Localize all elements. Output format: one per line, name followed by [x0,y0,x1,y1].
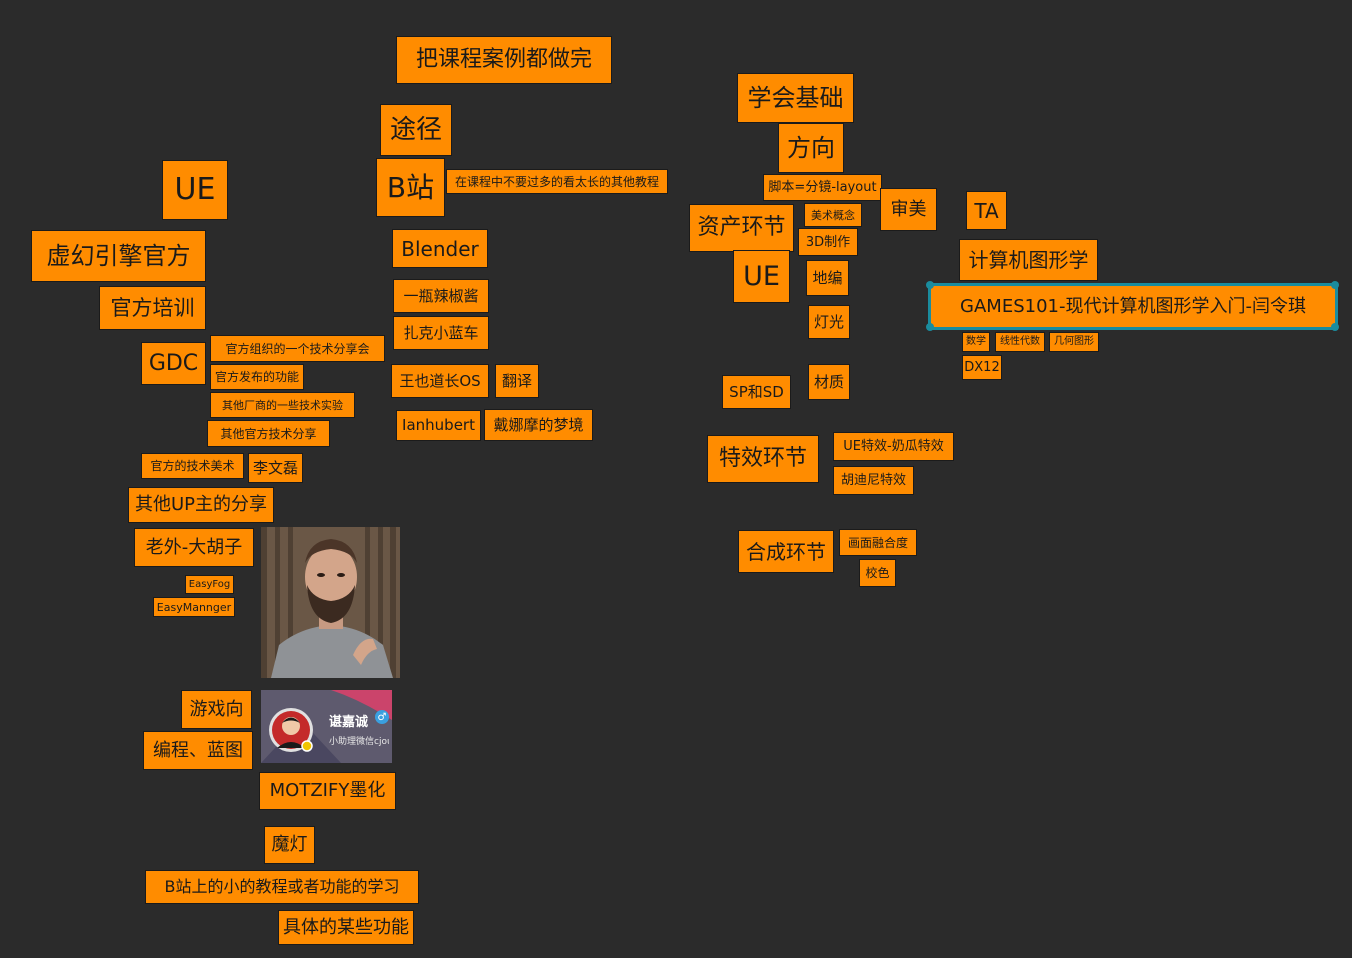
node-easymannger[interactable]: EasyMannger [153,597,235,617]
node-other-up[interactable]: 其他UP主的分享 [128,487,274,523]
node-route[interactable]: 途径 [380,104,452,156]
node-official-release[interactable]: 官方发布的功能 [210,364,304,390]
selection-handle-tl[interactable] [926,281,934,289]
node-easyfog[interactable]: EasyFog [185,575,234,594]
node-ue-left[interactable]: UE [162,160,228,220]
node-pepper-sauce[interactable]: 一瓶辣椒酱 [393,279,489,313]
node-ianhubert[interactable]: Ianhubert [396,410,481,441]
node-foreigner[interactable]: 老外-大胡子 [134,528,254,567]
node-vfx-stage[interactable]: 特效环节 [707,435,819,483]
node-bilibili[interactable]: B站 [376,158,445,217]
node-games101[interactable]: GAMES101-现代计算机图形学入门-闫令琪 [928,283,1338,330]
selection-handle-br[interactable] [1331,323,1339,331]
node-li-wenlei[interactable]: 李文磊 [248,453,303,483]
node-learn-basics[interactable]: 学会基础 [737,73,854,123]
node-material[interactable]: 材质 [808,364,850,400]
node-ta[interactable]: TA [966,191,1007,230]
node-official-ta[interactable]: 官方的技术美术 [141,453,244,479]
node-geometry[interactable]: 几何图形 [1049,332,1099,352]
node-daina-dream[interactable]: 戴娜摩的梦境 [484,409,593,441]
node-game-oriented[interactable]: 游戏向 [181,690,252,729]
node-direction[interactable]: 方向 [778,123,844,173]
selection-handle-tr[interactable] [1331,281,1339,289]
node-gdc[interactable]: GDC [141,342,206,385]
node-modeng[interactable]: 魔灯 [264,826,315,864]
node-art-concept[interactable]: 美术概念 [804,203,862,227]
node-image-blend[interactable]: 画面融合度 [839,529,917,556]
node-linear-algebra[interactable]: 线性代数 [995,332,1045,352]
node-sp-sd[interactable]: SP和SD [722,375,791,409]
node-specific-features[interactable]: 具体的某些功能 [278,910,414,945]
node-blender[interactable]: Blender [392,229,488,268]
node-ue-mid[interactable]: UE [733,250,790,303]
profile-subtitle: 小助理微信cjou [329,737,389,747]
presenter-photo [261,527,400,678]
node-cg[interactable]: 计算机图形学 [959,239,1098,281]
node-terrain[interactable]: 地编 [806,260,849,296]
node-translate[interactable]: 翻译 [495,364,539,398]
node-dx12[interactable]: DX12 [962,355,1002,380]
node-bilibili-note[interactable]: 在课程中不要过多的看太长的其他教程 [446,169,668,194]
node-motzify[interactable]: MOTZIFY墨化 [259,772,396,810]
node-unreal-official[interactable]: 虚幻引擎官方 [31,230,206,282]
node-official-training[interactable]: 官方培训 [99,286,206,330]
node-wang-os[interactable]: 王也道长OS [391,364,489,398]
node-make-3d[interactable]: 3D制作 [798,228,858,256]
selection-handle-bl[interactable] [926,323,934,331]
node-ue-vfx[interactable]: UE特效-奶瓜特效 [833,432,954,461]
node-other-official[interactable]: 其他官方技术分享 [207,420,330,447]
node-script-layout[interactable]: 脚本=分镜-layout [763,174,882,201]
male-icon: ♂ [375,710,389,724]
node-hudini-vfx[interactable]: 胡迪尼特效 [833,466,914,495]
node-color-grade[interactable]: 校色 [859,559,896,587]
node-poker-car[interactable]: 扎克小蓝车 [393,316,489,350]
node-asset-stage[interactable]: 资产环节 [689,204,794,252]
node-bilibili-small[interactable]: B站上的小的教程或者功能的学习 [145,870,419,904]
node-complete-all-cases[interactable]: 把课程案例都做完 [396,36,612,84]
node-gdc-desc[interactable]: 官方组织的一个技术分享会 [210,335,385,362]
profile-card: 谌嘉诚 ♂ 小助理微信cjou [261,690,392,763]
node-lighting[interactable]: 灯光 [808,305,850,339]
profile-name: 谌嘉诚 [329,715,369,730]
node-compositing[interactable]: 合成环节 [738,530,834,573]
node-aesthetics[interactable]: 审美 [880,188,937,231]
node-vendor-experiments[interactable]: 其他厂商的一些技术实验 [210,392,355,418]
node-math[interactable]: 数学 [962,332,990,352]
node-programming-bp[interactable]: 编程、蓝图 [143,731,253,770]
